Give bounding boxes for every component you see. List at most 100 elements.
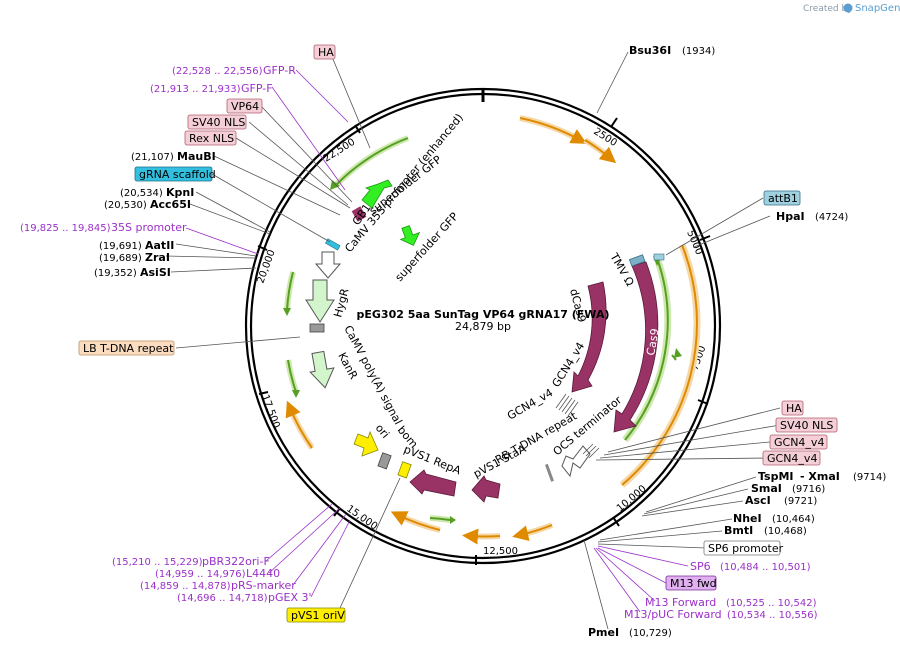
label-m13-puc-forward[interactable]: M13/pUC Forward — [624, 608, 722, 621]
camv-35s-arrow — [314, 251, 342, 279]
label-vp64: VP64 — [231, 100, 259, 113]
bom-box — [377, 452, 392, 470]
label-sv40-nls-right: SV40 NLS — [780, 419, 833, 432]
gfp-f-range: (21,913 .. 21,933) — [150, 84, 241, 95]
label-zrai[interactable]: ZraI — [145, 251, 170, 264]
tick-12500: 12,500 — [475, 546, 518, 565]
m13-puc-range: (10,534 .. 10,556) — [727, 610, 818, 621]
left-leader-lines — [165, 51, 401, 609]
label-asisi[interactable]: AsiSI — [140, 266, 171, 279]
l4440-range: (14,959 .. 14,976) — [155, 569, 246, 580]
left-labels: HA (22,528 .. 22,556) GFP-R (21,913 .. 2… — [20, 44, 346, 623]
label-ha-left: HA — [318, 46, 334, 59]
label-tspmi[interactable]: TspMI — [758, 470, 794, 483]
right-leader-lines — [583, 51, 781, 630]
label-lb-tdna: LB T-DNA repeat — [83, 342, 174, 355]
credit-prefix: Created by — [803, 4, 853, 14]
label-box-gcn4-1[interactable] — [769, 434, 828, 450]
pgex-range: (14,696 .. 14,718) — [177, 593, 268, 604]
label-pvs1-oriv: pVS1 oriV — [291, 609, 345, 622]
rb-tdna-box — [544, 463, 554, 482]
label-cas9: Cas9 — [644, 328, 662, 357]
kpni-pos: (20,534) — [120, 188, 163, 199]
gb1-box — [351, 206, 367, 222]
label-maubi[interactable]: MauBI — [177, 150, 216, 163]
label-box-rex-nls[interactable] — [184, 130, 237, 146]
label-pvs1-repa: pVS1 RepA — [402, 443, 463, 478]
label-m13-fwd: M13 fwd — [670, 577, 717, 590]
pvs1-staa-arrow — [471, 475, 501, 503]
label-box-grna-scaffold[interactable] — [134, 166, 213, 182]
nhei-pos: (10,464) — [772, 514, 815, 525]
label-ori: ori — [373, 422, 392, 441]
label-box-attb1[interactable] — [763, 190, 801, 206]
bsu36i-pos: (1934) — [682, 46, 715, 57]
label-smai[interactable]: SmaI — [751, 482, 782, 495]
label-box-ha-left[interactable] — [313, 44, 336, 60]
svg-text:15,000: 15,000 — [344, 503, 379, 532]
pmei-pos: (10,729) — [629, 628, 672, 639]
label-gcn4-2: GCN4_v4 — [767, 452, 817, 465]
label-superfolder-gfp-2: superfolder GFP — [393, 210, 462, 284]
label-acc65i[interactable]: Acc65I — [150, 198, 191, 211]
label-pbr322ori[interactable]: pBR322ori-F — [202, 555, 270, 568]
gfp-r-range: (22,528 .. 22,556) — [172, 66, 263, 77]
label-l4440[interactable]: L4440 — [246, 567, 280, 580]
label-asci[interactable]: AscI — [745, 494, 771, 507]
label-hpai[interactable]: HpaI — [776, 210, 805, 223]
label-gcn4-1: GCN4_v4 — [774, 436, 824, 449]
label-sp6[interactable]: SP6 — [690, 560, 711, 573]
attb1-box — [653, 253, 665, 261]
label-sv40-nls-left: SV40 NLS — [192, 116, 245, 129]
label-pmei[interactable]: PmeI — [588, 626, 619, 639]
aatii-pos: (19,691) — [99, 241, 142, 252]
pvs1-oriv-box — [397, 461, 412, 479]
label-rex-nls: Rex NLS — [189, 132, 234, 145]
hpai-pos: (4724) — [815, 212, 848, 223]
label-box-ha-right[interactable] — [781, 400, 804, 416]
label-pgex[interactable]: pGEX 3' — [268, 591, 312, 604]
label-attb1: attB1 — [768, 192, 798, 205]
label-nhei[interactable]: NheI — [733, 512, 762, 525]
tick-15000: 15,000 — [333, 503, 379, 533]
smai-pos: (9716) — [792, 484, 825, 495]
label-box-pvs1-oriv[interactable] — [286, 607, 346, 623]
label-gcn4-a: GCN4_v4 — [505, 386, 555, 422]
plasmid-size: 24,879 bp — [455, 320, 511, 333]
asci-pos: (9721) — [784, 496, 817, 507]
label-m13-forward[interactable]: M13 Forward — [645, 596, 716, 609]
label-prs-marker[interactable]: pRS-marker — [231, 579, 296, 592]
snapgene-logo-icon — [843, 3, 853, 13]
dcas9-arrow — [571, 281, 607, 393]
label-tmv: TMV Ω — [607, 250, 637, 288]
label-bmti[interactable]: BmtI — [724, 524, 753, 537]
superfolder-gfp-arrow-2 — [399, 225, 421, 246]
label-box-sv40-nls-right[interactable] — [775, 417, 838, 433]
superfolder-gfp-arrow-1 — [361, 179, 393, 209]
label-box-sp6-promoter[interactable] — [703, 540, 781, 556]
acc65i-pos: (20,530) — [104, 200, 147, 211]
label-kpni[interactable]: KpnI — [166, 186, 194, 199]
tmv-box — [628, 254, 646, 267]
label-box-gcn4-2[interactable] — [762, 450, 821, 466]
label-box-sv40-nls-left[interactable] — [187, 114, 247, 130]
pbr322ori-range: (15,210 .. 15,229) — [112, 557, 203, 568]
label-aatii[interactable]: AatII — [145, 239, 174, 252]
tick-22500: 22,500 — [322, 124, 361, 165]
cas9-arrow — [613, 261, 659, 433]
label-grna-scaffold: gRNA scaffold — [139, 168, 216, 181]
label-35s-promoter[interactable]: 35S promoter — [111, 221, 187, 234]
label-box-vp64[interactable] — [226, 98, 263, 114]
label-gfp-f[interactable]: GFP-F — [241, 82, 273, 95]
ori-arrow — [353, 430, 379, 457]
label-xmai[interactable]: - XmaI — [800, 470, 840, 483]
xmai-pos: (9714) — [853, 472, 886, 483]
label-box-lb-tdna[interactable] — [78, 340, 175, 356]
label-hygr: HygR — [331, 287, 351, 319]
label-gfp-r[interactable]: GFP-R — [263, 64, 296, 77]
asisi-pos: (19,352) — [94, 268, 137, 279]
label-box-m13-fwd[interactable] — [665, 575, 717, 591]
zrai-pos: (19,689) — [99, 253, 142, 264]
label-bsu36i[interactable]: Bsu36I — [629, 44, 671, 57]
bmti-pos: (10,468) — [764, 526, 807, 537]
